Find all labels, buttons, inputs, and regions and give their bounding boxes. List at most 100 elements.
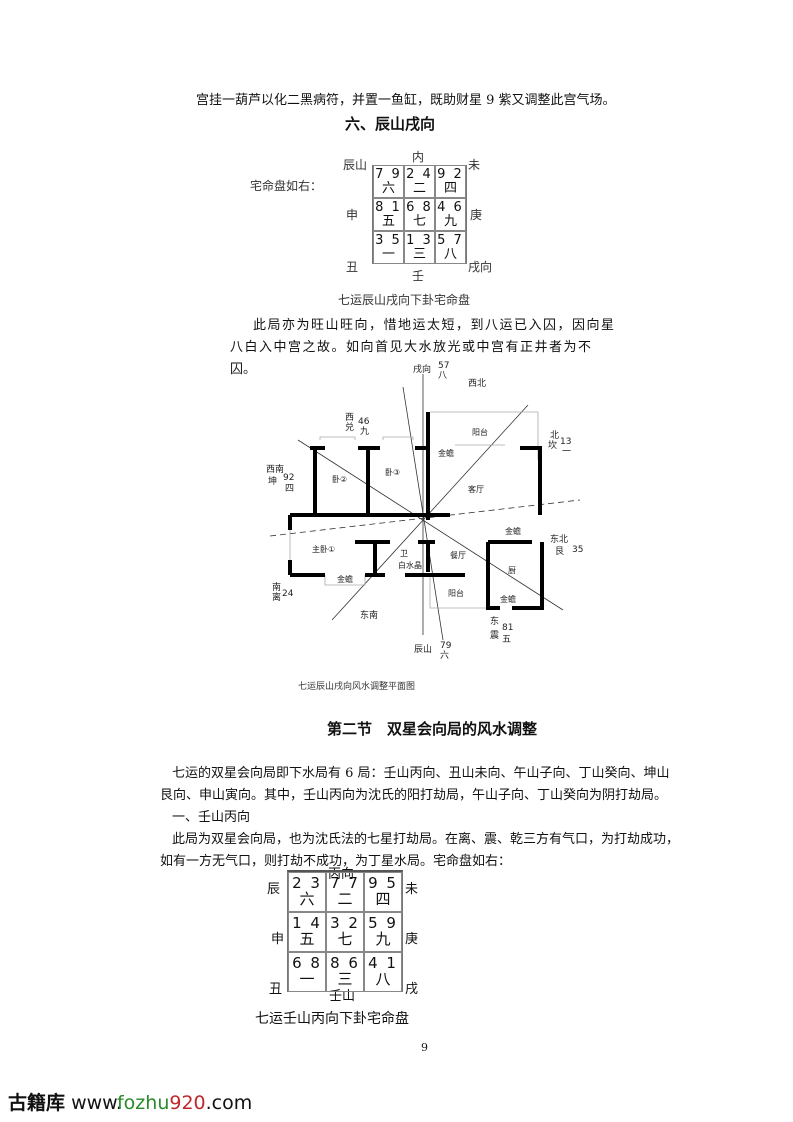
label-east: 震 xyxy=(490,630,499,641)
cell-palace: 三 xyxy=(412,246,426,262)
grid-label: 壬山 xyxy=(329,989,356,1004)
label-south: 南 xyxy=(272,581,281,593)
label-palace: 一 xyxy=(562,447,571,457)
label-star: 79 xyxy=(440,641,452,651)
room-bedroom: 卧③ xyxy=(385,468,400,477)
cell-palace: 九 xyxy=(443,213,457,229)
label-star: 57 xyxy=(438,361,449,371)
text-line: 艮向、申山寅向。其中，壬山丙向为沈氏的阳打劫局，午山子向、丁山癸向为阴打劫局。 xyxy=(160,788,668,803)
ornament-label: 金蟾 xyxy=(337,574,353,584)
outline-thin xyxy=(289,411,539,609)
label-palace: 四 xyxy=(285,484,294,494)
label-north: 坎 xyxy=(548,439,557,451)
walls xyxy=(288,412,544,610)
label-star: 46 xyxy=(358,417,370,427)
cell-palace: 三 xyxy=(337,970,353,988)
text-line: 囚。 xyxy=(230,362,257,377)
text-line: 如有一方无气口，则打劫不成功，为丁星水局。宅命盘如右： xyxy=(160,854,512,869)
grid-label: 庚 xyxy=(470,208,483,222)
room-dining: 餐厅 xyxy=(450,551,466,560)
label-chen: 辰山 xyxy=(414,644,432,655)
room-bedroom: 卧② xyxy=(332,475,347,484)
grid-label: 申 xyxy=(346,208,359,222)
cell-palace: 六 xyxy=(299,890,315,908)
cell-stars: 6 8 xyxy=(406,199,433,215)
footer-watermark[interactable]: 古籍库 www.fozhu920.com xyxy=(8,1088,252,1115)
room-toilet: 卫 xyxy=(400,549,408,558)
label-ne: 艮 xyxy=(555,546,564,557)
cell-palace: 一 xyxy=(381,246,395,262)
cell-palace: 五 xyxy=(381,213,395,229)
footer-site-name: 古籍库 xyxy=(8,1092,66,1114)
grid-label: 丑 xyxy=(269,982,283,997)
cell-stars: 1 4 xyxy=(292,914,322,933)
cell-stars: 8 6 xyxy=(330,954,360,973)
label-palace: 六 xyxy=(440,649,449,661)
label-sw: 西南 xyxy=(266,463,284,475)
cell-palace: 七 xyxy=(337,930,353,948)
grid-label: 辰山 xyxy=(343,158,368,172)
cell-stars: 7 7 xyxy=(330,874,360,893)
cell-stars: 9 5 xyxy=(368,874,398,893)
label-star: 92 xyxy=(283,473,294,483)
ornament-label: 金蟾 xyxy=(500,594,516,604)
cell-stars: 7 9 xyxy=(375,166,402,182)
label-south: 离 xyxy=(272,591,281,603)
label-star: 13 xyxy=(560,437,571,447)
grid-label: 庚 xyxy=(405,932,419,947)
chart-caption: 七运壬山丙向下卦宅命盘 xyxy=(255,1011,409,1027)
cell-palace: 八 xyxy=(375,970,391,988)
section-heading: 第二节 双星会向局的风水调整 xyxy=(327,720,538,738)
ornament-label: 金蟾 xyxy=(505,526,521,536)
plan-caption: 七运辰山戌向风水调整平面图 xyxy=(298,682,416,692)
label-west: 西 xyxy=(345,412,354,423)
label-palace: 五 xyxy=(502,635,511,645)
room-master: 主卧① xyxy=(312,544,335,554)
grid-label: 未 xyxy=(405,882,419,897)
direction-labels: 戌向 57 八 西北 西 兑 46 九 西南 坤 92 四 北 坎 13 一 东… xyxy=(266,361,583,661)
cell-palace: 五 xyxy=(299,930,315,948)
label-east: 东 xyxy=(490,615,499,627)
cell-palace: 八 xyxy=(443,246,457,262)
grid-label: 未 xyxy=(468,158,481,172)
text-line: 一、壬山丙向 xyxy=(172,810,251,825)
cell-stars: 8 1 xyxy=(375,199,402,215)
label-ne: 东北 xyxy=(550,533,568,545)
label-nw: 西北 xyxy=(468,378,486,389)
label-star: 35 xyxy=(572,545,583,555)
label-star: 81 xyxy=(502,623,513,633)
chart-intro: 宅命盘如右： xyxy=(250,179,323,193)
cell-stars: 9 2 xyxy=(437,166,464,182)
ornament-label: 金蟾 xyxy=(438,448,454,458)
label-star: 24 xyxy=(282,589,294,599)
text-line: 八白入中宫之故。如向首见大水放光或中宫有正井者为不 xyxy=(230,340,593,355)
text-line: 七运的双星会向局即下水局有 6 局：壬山丙向、丑山未向、午山子向、丁山癸向、坤山 xyxy=(172,766,670,781)
grid-label: 壬 xyxy=(412,269,425,283)
grid-label: 丑 xyxy=(346,260,359,274)
cell-palace: 七 xyxy=(412,213,426,229)
label-palace: 八 xyxy=(438,371,447,381)
cell-stars: 5 9 xyxy=(368,914,398,933)
footer-fozhu: fozhu xyxy=(116,1092,170,1114)
section-heading: 六、辰山戌向 xyxy=(345,115,436,133)
cell-stars: 2 4 xyxy=(406,166,433,182)
label-west: 兑 xyxy=(345,421,354,433)
chart-caption: 七运辰山戌向下卦宅命盘 xyxy=(338,293,471,307)
room-balcony: 阳台 xyxy=(472,427,488,437)
